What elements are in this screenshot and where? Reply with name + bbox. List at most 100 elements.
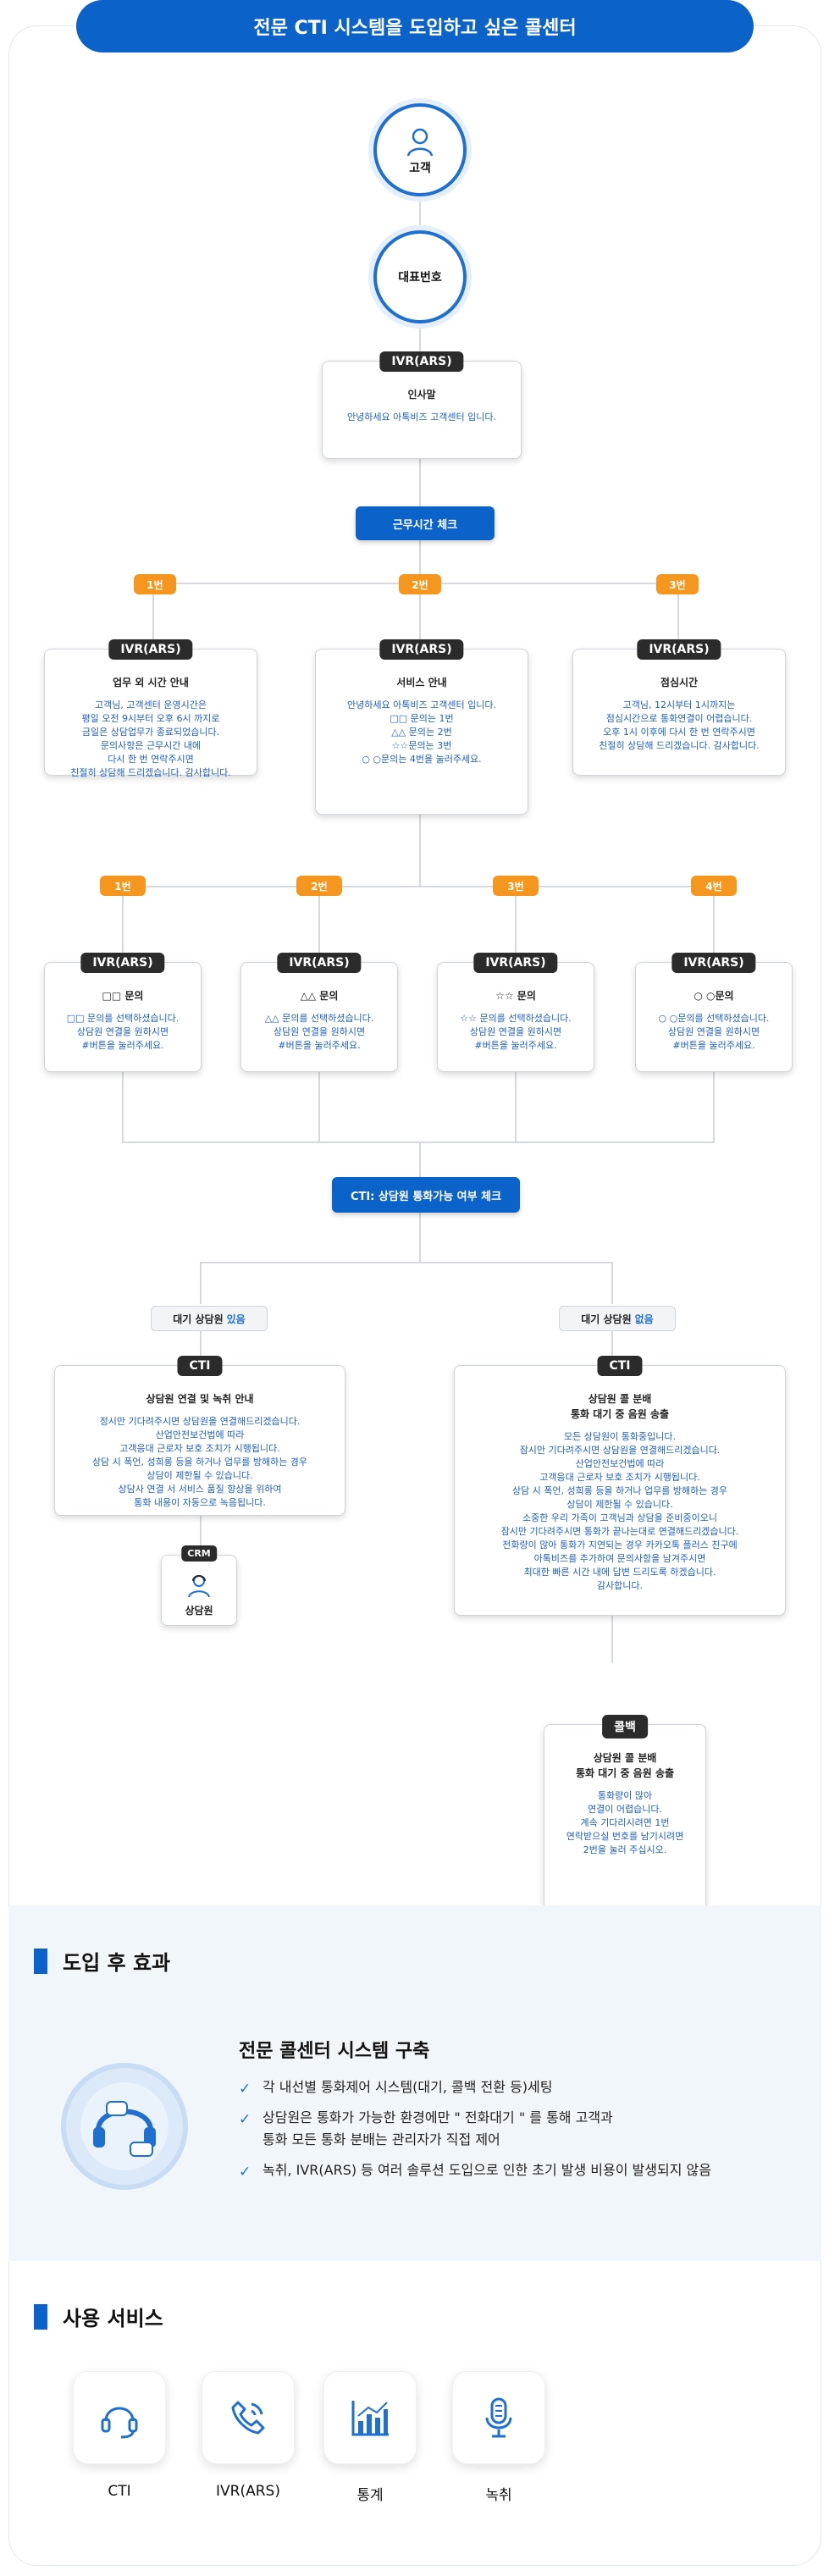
ivr-lunch-box: IVR(ARS) 점심시간 고객님, 12시부터 1시까지는 점심시간으로 통화… <box>572 639 786 776</box>
ivr-tag: IVR(ARS) <box>108 639 193 660</box>
connector <box>122 1142 715 1143</box>
main-number-node: 대표번호 <box>373 230 467 323</box>
headset-support-icon <box>61 2063 188 2190</box>
crm-agent-box: CRM 상담원 <box>161 1545 237 1626</box>
connector <box>122 886 124 962</box>
wait-label: 대기 상담원 <box>173 1313 224 1325</box>
box-title: 인사말 <box>407 389 436 401</box>
box-title: ☆☆ 문의 <box>495 990 536 1002</box>
connector <box>122 886 715 887</box>
customer-node: 고객 <box>373 103 467 196</box>
service-stats[interactable]: 통계 <box>322 2371 418 2504</box>
microphone-icon <box>485 2397 512 2438</box>
box-body: 고객님, 고객센터 운영시간은 평일 오전 9시부터 오후 6시 까지로 금일은… <box>70 699 231 778</box>
page-title: 전문 CTI 시스템을 도입하고 싶은 콜센터 <box>76 0 754 53</box>
ivr-after-hours-box: IVR(ARS) 업무 외 시간 안내 고객님, 고객센터 운영시간은 평일 오… <box>44 639 257 778</box>
ivr-tag: IVR(ARS) <box>637 639 721 660</box>
box-body: 통화량이 많아 연결이 어렵습니다. 계속 기다리시려면 1번 연락받으실 번호… <box>566 1790 684 1855</box>
heading-bar <box>34 1948 47 1974</box>
connector <box>200 1262 613 1263</box>
branch-pill-2: 2번 <box>399 574 441 594</box>
callback-tag: 콜백 <box>602 1715 648 1739</box>
branch2-pill-1: 1번 <box>100 876 146 896</box>
box-title: 서비스 안내 <box>396 677 447 688</box>
effects-heading-text: 도입 후 효과 <box>63 1951 171 1975</box>
wait-label: 대기 상담원 <box>581 1313 632 1325</box>
service-ivr[interactable]: IVR(ARS) <box>200 2371 296 2500</box>
box-body: 모든 상담원이 통화중입니다. 잠시만 기다려주시면 상담원을 연결해드리겠습니… <box>500 1431 739 1591</box>
crm-tag: CRM <box>181 1545 217 1562</box>
customer-icon <box>406 128 434 157</box>
connector <box>419 815 421 886</box>
ivr-greeting-box: IVR(ARS) 인사말 안녕하세요 아톡비즈 고객센터 입니다. <box>322 351 522 459</box>
ivr-tag: IVR(ARS) <box>671 953 756 973</box>
service-label: 통계 <box>356 2487 384 2504</box>
cti-check-button[interactable]: CTI: 상담원 통화가능 여부 체크 <box>332 1177 520 1213</box>
service-label: IVR(ARS) <box>216 2483 280 2500</box>
branch-pill-3: 3번 <box>656 574 699 594</box>
box-title: 상담원 연결 및 녹취 안내 <box>146 1393 254 1405</box>
callback-box: 콜백 상담원 콜 분배 통화 대기 중 음원 송출 통화량이 많아 연결이 어렵… <box>544 1715 706 1912</box>
box-title: 상담원 콜 분배 통화 대기 중 음원 송출 <box>575 1752 675 1779</box>
box-body: 안녕하세요 아톡비즈 고객센터 입니다. □□ 문의는 1번 △△ 문의는 2번… <box>347 699 496 765</box>
cti-tag: CTI <box>597 1356 643 1376</box>
check-icon: ✓ <box>239 2111 251 2128</box>
service-label: 녹취 <box>485 2487 512 2504</box>
connector <box>515 886 517 962</box>
box-body: □□ 문의를 선택하셨습니다. 상담원 연결을 원하시면 #버튼을 눌러주세요. <box>66 1013 180 1051</box>
ivr-inquiry-box-2: IVR(ARS) △△ 문의 △△ 문의를 선택하셨습니다. 상담원 연결을 원… <box>240 953 398 1072</box>
connector <box>200 1331 202 1365</box>
wait-no-badge: 대기 상담원 없음 <box>559 1306 676 1331</box>
hours-check-button[interactable]: 근무시간 체크 <box>356 506 495 540</box>
services-heading-text: 사용 서비스 <box>63 2307 163 2330</box>
services-heading: 사용 서비스 <box>34 2302 163 2331</box>
box-title: 업무 외 시간 안내 <box>113 677 189 688</box>
wait-yes-badge: 대기 상담원 있음 <box>151 1306 268 1331</box>
branch-pill-1: 1번 <box>134 574 176 594</box>
branch2-pill-3: 3번 <box>493 876 539 896</box>
ivr-inquiry-box-4: IVR(ARS) ○ ○문의 ○ ○문의를 선택하셨습니다. 상담원 연결을 원… <box>635 953 793 1072</box>
cti-tag: CTI <box>177 1356 223 1376</box>
list-item: ✓상담원은 통화가 가능한 환경에만 " 전화대기 " 를 통해 고객과 통화 … <box>239 2109 613 2148</box>
customer-label: 고객 <box>409 162 431 175</box>
effects-title: 전문 콜센터 시스템 구축 <box>239 2041 430 2062</box>
bar-chart-icon <box>351 2401 389 2436</box>
check-icon: ✓ <box>239 2164 251 2181</box>
ivr-service-box: IVR(ARS) 서비스 안내 안녕하세요 아톡비즈 고객센터 입니다. □□ … <box>315 639 528 815</box>
wait-status: 있음 <box>226 1313 246 1325</box>
box-body: ○ ○문의를 선택하셨습니다. 상담원 연결을 원하시면 #버튼을 눌러주세요. <box>658 1013 770 1051</box>
connector <box>419 1142 421 1177</box>
ivr-inquiry-box-1: IVR(ARS) □□ 문의 □□ 문의를 선택하셨습니다. 상담원 연결을 원… <box>44 953 202 1072</box>
ivr-inquiry-box-3: IVR(ARS) ☆☆ 문의 ☆☆ 문의를 선택하셨습니다. 상담원 연결을 원… <box>437 953 594 1072</box>
crm-label: 상담원 <box>185 1605 213 1617</box>
list-item: ✓각 내선별 통화제어 시스템(대기, 콜백 전환 등)세팅 <box>239 2076 798 2098</box>
box-body: 고객님, 12시부터 1시까지는 점심시간으로 통화연결이 어렵습니다. 오후 … <box>599 699 760 751</box>
effects-list: ✓각 내선별 통화제어 시스템(대기, 콜백 전환 등)세팅 ✓상담원은 통화가… <box>239 2076 798 2190</box>
connector <box>419 540 421 583</box>
connector <box>515 1072 517 1143</box>
box-title: △△ 문의 <box>300 990 339 1002</box>
connector <box>611 1331 613 1365</box>
connector <box>419 169 421 229</box>
box-body: 안녕하세요 아톡비즈 고객센터 입니다. <box>347 412 496 423</box>
phone-icon <box>231 2401 265 2435</box>
service-recording[interactable]: 녹취 <box>450 2371 547 2504</box>
box-body: ☆☆ 문의를 선택하셨습니다. 상담원 연결을 원하시면 #버튼을 눌러주세요. <box>460 1013 572 1051</box>
wait-status: 없음 <box>634 1313 654 1325</box>
cti-distribute-box: CTI 상담원 콜 분배 통화 대기 중 음원 송출 모든 상담원이 통화중입니… <box>454 1356 786 1616</box>
connector <box>611 1616 613 1663</box>
box-body: 정시만 기다려주시면 상담원을 연결해드리겠습니다. 산업안전보건법에 따라 고… <box>91 1416 308 1508</box>
box-title: 상담원 콜 분배 통화 대기 중 음원 송출 <box>570 1393 670 1420</box>
service-cti[interactable]: CTI <box>71 2371 168 2500</box>
connector <box>713 886 715 962</box>
connector <box>419 459 421 506</box>
cti-connect-box: CTI 상담원 연결 및 녹취 안내 정시만 기다려주시면 상담원을 연결해드리… <box>54 1356 345 1516</box>
connector <box>713 1072 715 1143</box>
box-title: ○ ○문의 <box>694 990 734 1002</box>
box-title: 점심시간 <box>660 677 699 688</box>
connector <box>419 322 421 361</box>
ivr-tag: IVR(ARS) <box>379 351 464 372</box>
connector <box>677 583 679 649</box>
connector <box>200 1262 202 1304</box>
heading-bar <box>34 2303 47 2330</box>
